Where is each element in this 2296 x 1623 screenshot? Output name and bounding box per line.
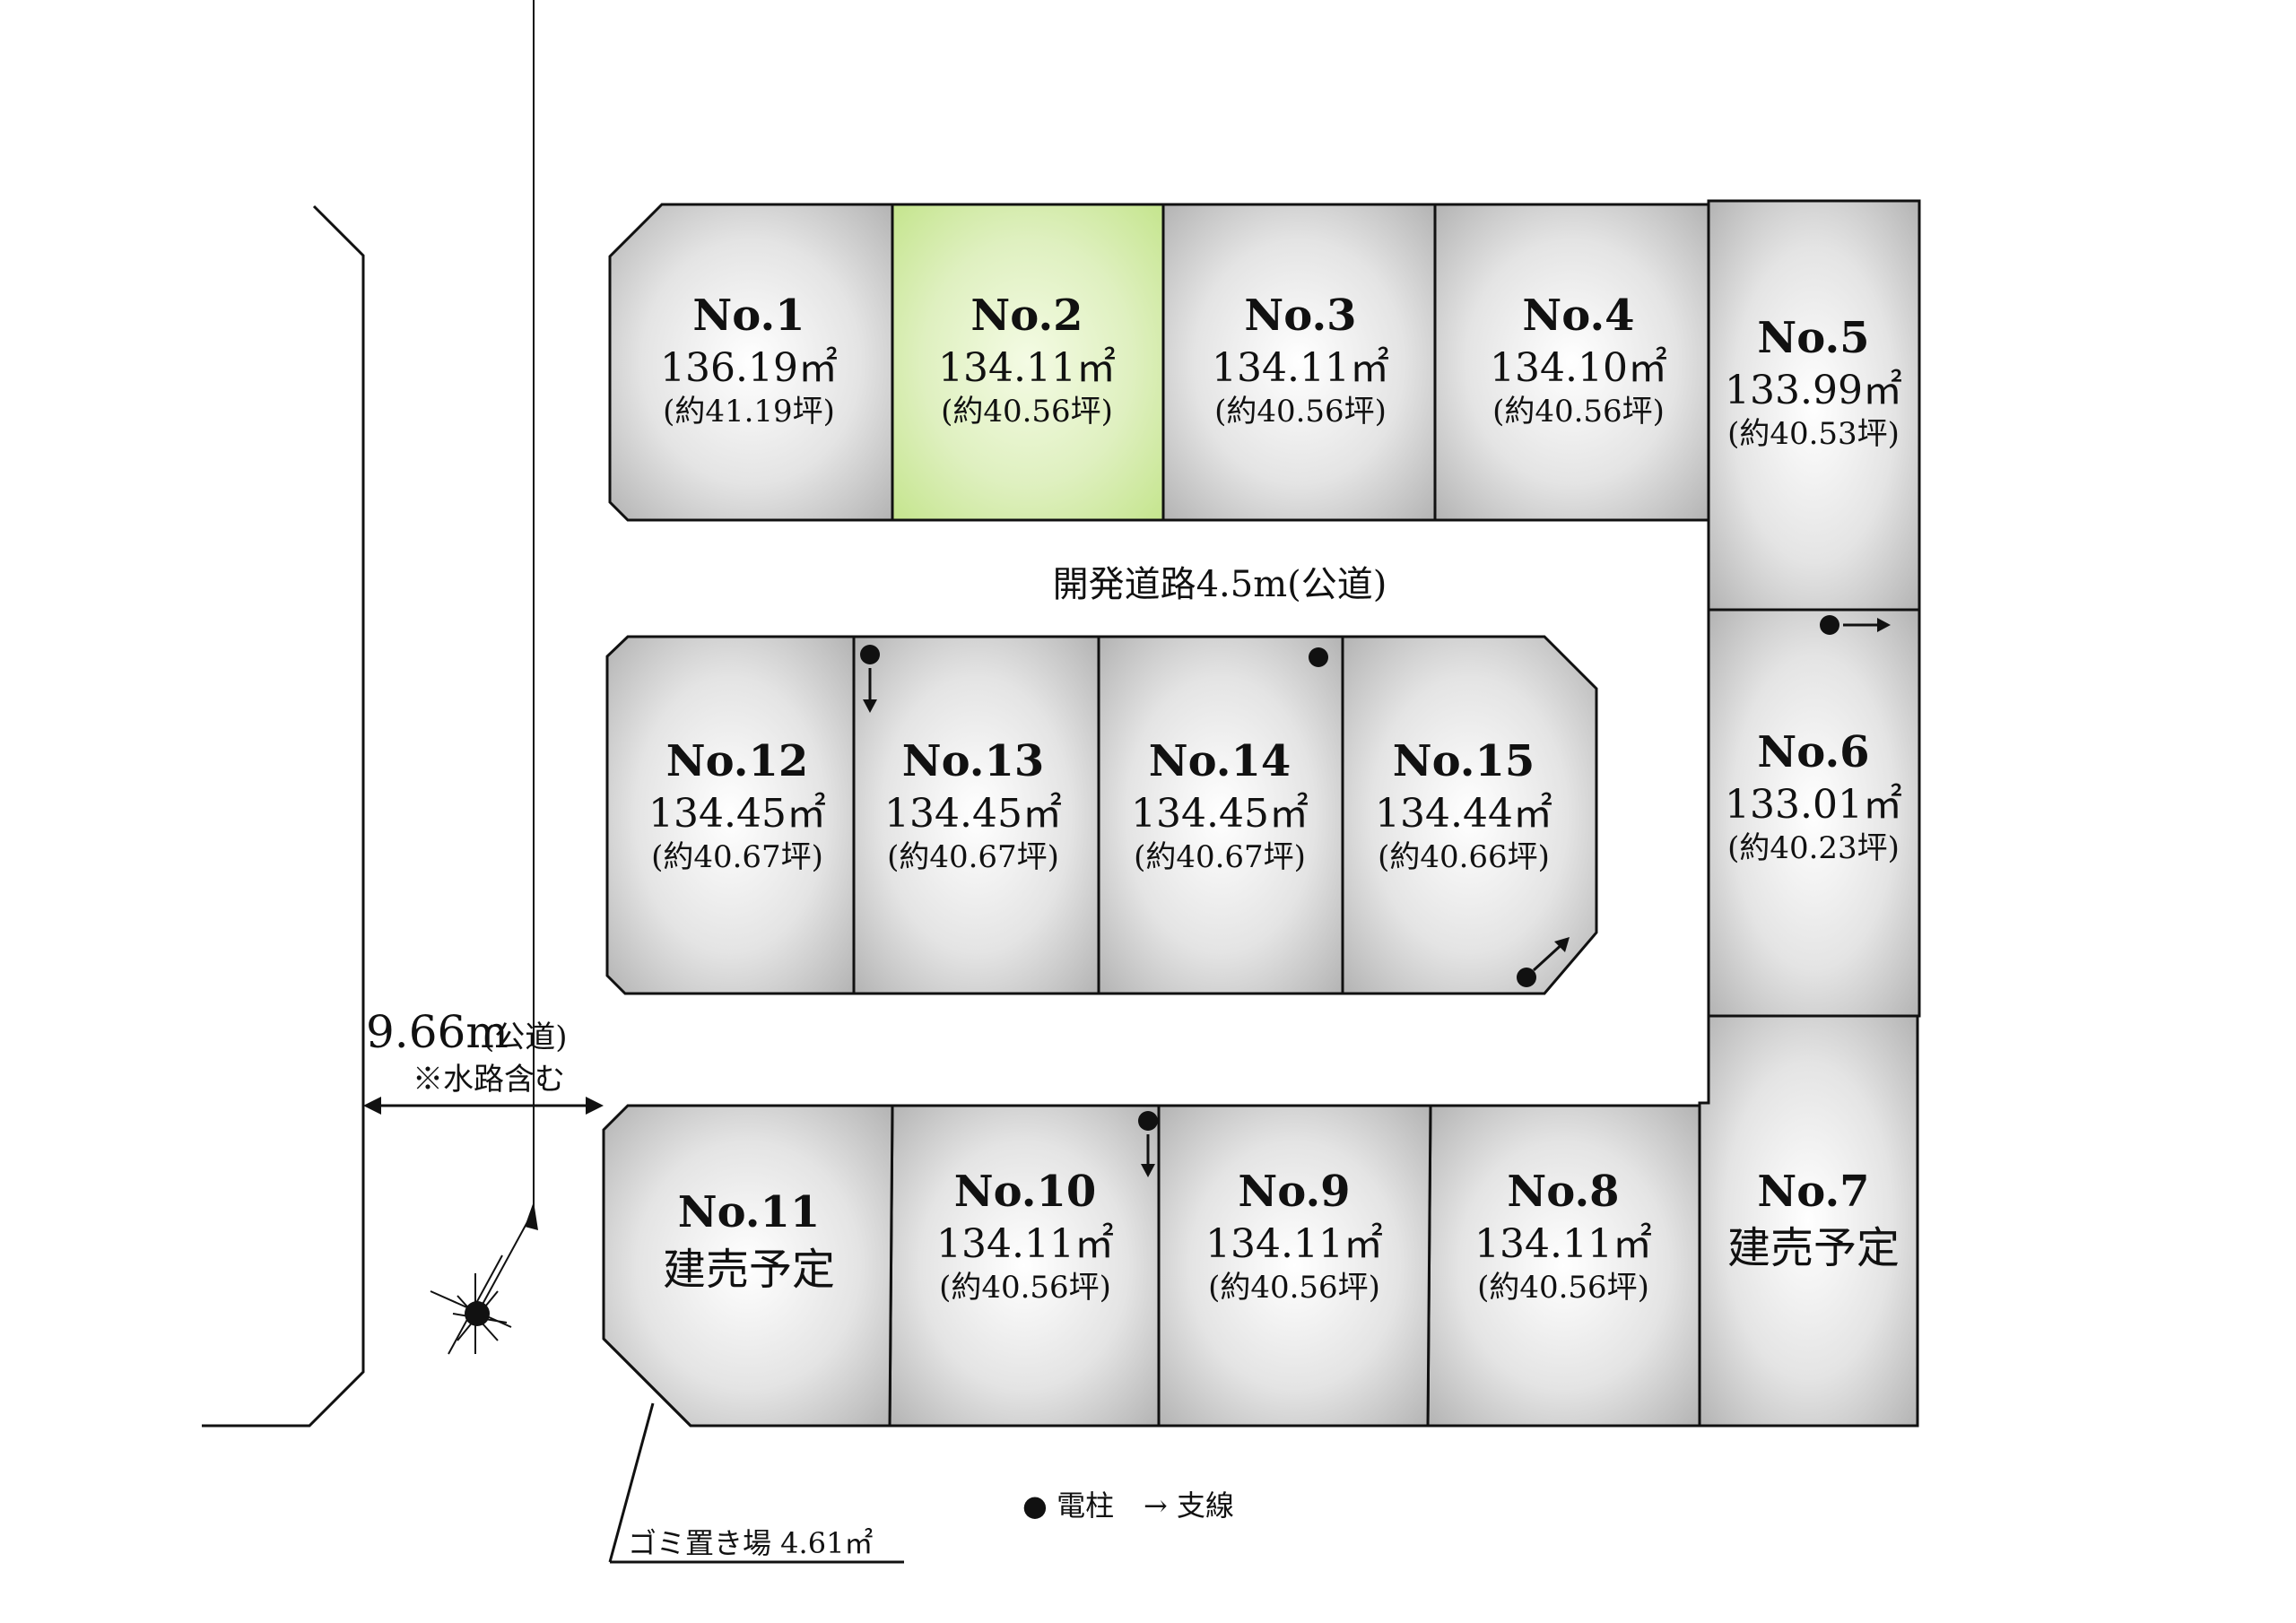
svg-text:ゴミ置き場 4.61㎡: ゴミ置き場 4.61㎡ xyxy=(628,1526,873,1560)
svg-text:(約40.67坪): (約40.67坪) xyxy=(651,839,823,875)
svg-text:(約40.56坪): (約40.56坪) xyxy=(939,1270,1111,1306)
svg-text:134.10㎡: 134.10㎡ xyxy=(1490,345,1667,391)
svg-text:134.45㎡: 134.45㎡ xyxy=(884,791,1062,837)
lot-text-14: No.14 134.45㎡ (約40.67坪) xyxy=(1131,736,1309,875)
svg-text:→ 支線: → 支線 xyxy=(1144,1488,1234,1523)
lot-text-10: No.10 134.11㎡ (約40.56坪) xyxy=(936,1167,1114,1306)
svg-text:134.11㎡: 134.11㎡ xyxy=(938,345,1116,391)
lot-text-1: No.1 136.19㎡ (約41.19坪) xyxy=(660,291,838,430)
svg-text:133.99㎡: 133.99㎡ xyxy=(1725,368,1902,413)
lot-text-7: No.7 建売予定 xyxy=(1727,1167,1900,1273)
svg-text:134.44㎡: 134.44㎡ xyxy=(1375,791,1552,837)
svg-text:(約40.56坪): (約40.56坪) xyxy=(1477,1270,1649,1306)
lot-6[interactable] xyxy=(1707,608,1921,1018)
svg-text:No.12: No.12 xyxy=(666,736,809,786)
svg-text:No.4: No.4 xyxy=(1522,291,1634,341)
lot-text-11: No.11 建売予定 xyxy=(663,1187,835,1295)
svg-text:134.45㎡: 134.45㎡ xyxy=(1131,791,1309,837)
lot-text-15: No.15 134.44㎡ (約40.66坪) xyxy=(1375,736,1552,875)
svg-text:136.19㎡: 136.19㎡ xyxy=(660,345,838,391)
svg-text:No.3: No.3 xyxy=(1244,291,1356,341)
svg-text:No.8: No.8 xyxy=(1507,1167,1619,1217)
lot-text-2: No.2 134.11㎡ (約40.56坪) xyxy=(938,291,1116,430)
pole-15 xyxy=(1517,937,1570,987)
svg-text:(約40.53坪): (約40.53坪) xyxy=(1727,416,1900,452)
road-width-dimension xyxy=(363,1097,604,1115)
pole-13 xyxy=(860,645,880,713)
public-road-width: 9.66m xyxy=(366,1006,509,1058)
lot-text-6: No.6 133.01㎡ (約40.23坪) xyxy=(1725,727,1902,866)
svg-text:134.11㎡: 134.11㎡ xyxy=(1205,1221,1383,1267)
svg-text:(約40.67坪): (約40.67坪) xyxy=(1134,839,1306,875)
lot-text-9: No.9 134.11㎡ (約40.56坪) xyxy=(1205,1167,1383,1306)
svg-text:134.11㎡: 134.11㎡ xyxy=(936,1221,1114,1267)
svg-text:建売予定: 建売予定 xyxy=(1727,1223,1900,1273)
lot-text-12: No.12 134.45㎡ (約40.67坪) xyxy=(648,736,826,875)
svg-text:No.15: No.15 xyxy=(1393,736,1535,786)
pole-6 xyxy=(1820,615,1891,635)
svg-text:No.11: No.11 xyxy=(678,1187,821,1237)
svg-text:(約40.56坪): (約40.56坪) xyxy=(1492,394,1665,430)
svg-text:(約40.23坪): (約40.23坪) xyxy=(1727,830,1900,866)
svg-text:134.45㎡: 134.45㎡ xyxy=(648,791,826,837)
svg-text:(約40.56坪): (約40.56坪) xyxy=(941,394,1113,430)
svg-text:No.5: No.5 xyxy=(1757,313,1869,363)
svg-text:No.10: No.10 xyxy=(954,1167,1097,1217)
svg-text:No.7: No.7 xyxy=(1757,1167,1869,1217)
north-arrow-icon xyxy=(430,0,538,1355)
svg-text:No.13: No.13 xyxy=(902,736,1045,786)
svg-text:No.2: No.2 xyxy=(970,291,1083,341)
legend: ● 電柱 → 支線 xyxy=(1022,1488,1234,1523)
waterway-note: ※水路含む xyxy=(413,1062,565,1098)
svg-text:133.01㎡: 133.01㎡ xyxy=(1725,782,1902,828)
dev-road-label: 開発道路4.5m(公道) xyxy=(1053,564,1387,605)
svg-text:(約40.56坪): (約40.56坪) xyxy=(1208,1270,1380,1306)
garbage-area-edge xyxy=(602,1337,692,1428)
svg-text:No.6: No.6 xyxy=(1757,727,1869,777)
svg-text:(約41.19坪): (約41.19坪) xyxy=(663,394,835,430)
svg-text:No.14: No.14 xyxy=(1149,736,1292,786)
lot-text-8: No.8 134.11㎡ (約40.56坪) xyxy=(1474,1167,1652,1306)
svg-text:No.1: No.1 xyxy=(692,291,804,341)
lot-15[interactable] xyxy=(1341,635,1598,995)
svg-text:(約40.67坪): (約40.67坪) xyxy=(887,839,1059,875)
lot-text-4: No.4 134.10㎡ (約40.56坪) xyxy=(1490,291,1667,430)
svg-text:(約40.56坪): (約40.56坪) xyxy=(1214,394,1387,430)
svg-text:建売予定: 建売予定 xyxy=(663,1245,835,1295)
svg-text:● 電柱: ● 電柱 xyxy=(1022,1488,1114,1523)
svg-text:(約40.66坪): (約40.66坪) xyxy=(1378,839,1550,875)
lot-text-5: No.5 133.99㎡ (約40.53坪) xyxy=(1725,313,1902,452)
public-road-suffix: (公道) xyxy=(483,1020,568,1055)
public-road-boundary xyxy=(202,204,365,1428)
svg-text:134.11㎡: 134.11㎡ xyxy=(1474,1221,1652,1267)
pole-10 xyxy=(1138,1111,1158,1177)
garbage-area-callout: ゴミ置き場 4.61㎡ xyxy=(608,1402,904,1564)
pole-14 xyxy=(1309,647,1328,667)
lot-text-3: No.3 134.11㎡ (約40.56坪) xyxy=(1212,291,1389,430)
lot-text-13: No.13 134.45㎡ (約40.67坪) xyxy=(884,736,1062,875)
svg-text:134.11㎡: 134.11㎡ xyxy=(1212,345,1389,391)
svg-text:No.9: No.9 xyxy=(1238,1167,1350,1217)
lot-7[interactable] xyxy=(1698,1014,1919,1428)
